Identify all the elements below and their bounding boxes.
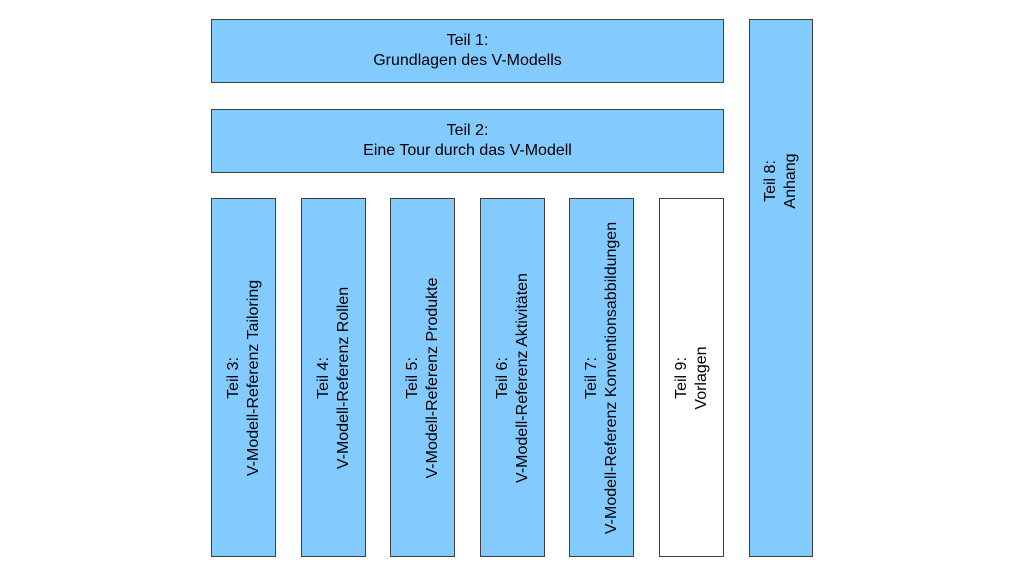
part-5-name: V-Modell-Referenz Produkte bbox=[423, 277, 441, 478]
part-7-title: Teil 7: bbox=[582, 356, 600, 399]
part-3-box: Teil 3: V-Modell-Referenz Tailoring bbox=[211, 198, 276, 557]
part-5-title: Teil 5: bbox=[403, 356, 421, 399]
part-5-box: Teil 5: V-Modell-Referenz Produkte bbox=[390, 198, 455, 557]
part-9-title: Teil 9: bbox=[672, 356, 690, 399]
part-8-box: Teil 8: Anhang bbox=[749, 19, 813, 557]
part-9-label: Teil 9: Vorlagen bbox=[672, 346, 712, 409]
part-7-box: Teil 7: V-Modell-Referenz Konventionsabb… bbox=[569, 198, 634, 557]
part-4-box: Teil 4: V-Modell-Referenz Rollen bbox=[301, 198, 366, 557]
part-4-name: V-Modell-Referenz Rollen bbox=[334, 286, 352, 469]
part-2-box: Teil 2: Eine Tour durch das V-Modell bbox=[211, 109, 724, 173]
part-1-name: Grundlagen des V-Modells bbox=[373, 52, 562, 69]
part-2-label: Teil 2: Eine Tour durch das V-Modell bbox=[363, 121, 572, 161]
part-4-label: Teil 4: V-Modell-Referenz Rollen bbox=[314, 286, 354, 468]
part-3-label: Teil 3: V-Modell-Referenz Tailoring bbox=[224, 279, 264, 475]
part-8-title: Teil 8: bbox=[762, 160, 779, 202]
part-8-label: Teil 8: Anhang bbox=[761, 153, 801, 208]
part-2-name: Eine Tour durch das V-Modell bbox=[363, 142, 572, 159]
part-3-name: V-Modell-Referenz Tailoring bbox=[244, 279, 262, 476]
part-1-label: Teil 1: Grundlagen des V-Modells bbox=[373, 31, 562, 71]
part-5-label: Teil 5: V-Modell-Referenz Produkte bbox=[403, 277, 443, 478]
part-6-name: V-Modell-Referenz Aktivitäten bbox=[513, 272, 531, 483]
part-6-box: Teil 6: V-Modell-Referenz Aktivitäten bbox=[480, 198, 545, 557]
part-7-name: V-Modell-Referenz Konventionsabbildungen bbox=[602, 221, 620, 534]
part-1-box: Teil 1: Grundlagen des V-Modells bbox=[211, 19, 724, 83]
part-7-label: Teil 7: V-Modell-Referenz Konventionsabb… bbox=[582, 221, 622, 533]
part-9-box: Teil 9: Vorlagen bbox=[659, 198, 724, 557]
part-8-name: Anhang bbox=[782, 153, 799, 209]
part-2-title: Teil 2: bbox=[446, 122, 489, 139]
part-6-title: Teil 6: bbox=[493, 356, 511, 399]
part-1-title: Teil 1: bbox=[446, 32, 489, 49]
part-3-title: Teil 3: bbox=[224, 356, 242, 399]
part-9-name: Vorlagen bbox=[692, 345, 710, 410]
part-6-label: Teil 6: V-Modell-Referenz Aktivitäten bbox=[493, 273, 533, 483]
part-4-title: Teil 4: bbox=[314, 356, 332, 399]
